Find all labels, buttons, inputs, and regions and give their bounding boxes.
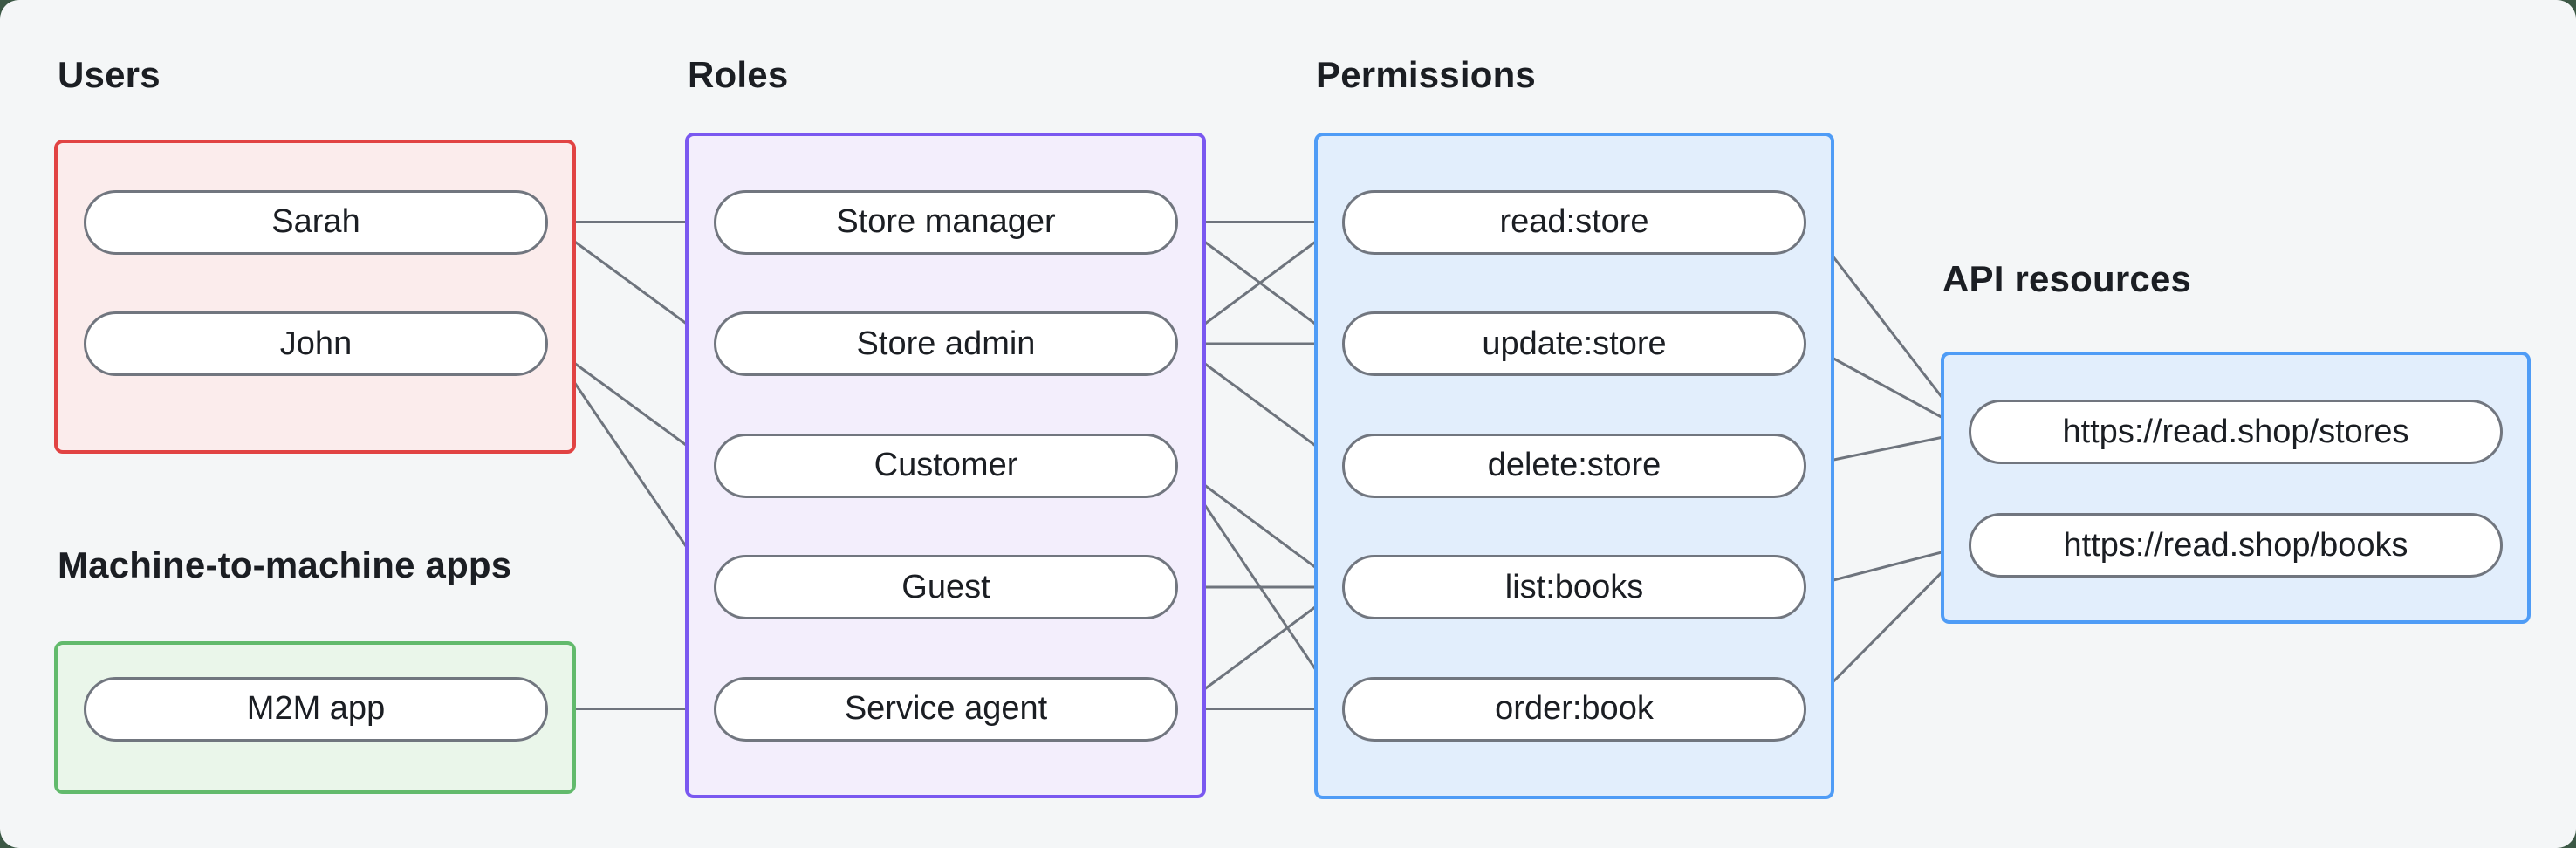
users-group-box — [54, 140, 576, 454]
users-label: Users — [58, 54, 161, 95]
node-role-customer: Customer — [714, 433, 1178, 498]
node-permission-list-books: list:books — [1342, 555, 1806, 619]
node-permission-update-store: update:store — [1342, 311, 1806, 376]
node-m2m-app: M2M app — [84, 676, 548, 742]
node-role-store-manager: Store manager — [714, 189, 1178, 255]
api-resources-label: API resources — [1942, 258, 2192, 299]
api-resources-group-box — [1941, 352, 2531, 624]
m2m-apps-label: Machine-to-machine apps — [58, 544, 512, 585]
roles-label: Roles — [688, 54, 789, 95]
permissions-label: Permissions — [1316, 54, 1536, 95]
node-permission-read-store: read:store — [1342, 189, 1806, 255]
node-user-john: John — [84, 311, 548, 376]
node-role-service-agent: Service agent — [714, 676, 1178, 742]
node-role-guest: Guest — [714, 555, 1178, 619]
node-user-sarah: Sarah — [84, 189, 548, 255]
node-api-resource-books: https://read.shop/books — [1969, 513, 2503, 578]
node-role-store-admin: Store admin — [714, 311, 1178, 376]
node-api-resource-stores: https://read.shop/stores — [1969, 400, 2503, 464]
node-permission-delete-store: delete:store — [1342, 433, 1806, 498]
node-permission-order-book: order:book — [1342, 676, 1806, 742]
